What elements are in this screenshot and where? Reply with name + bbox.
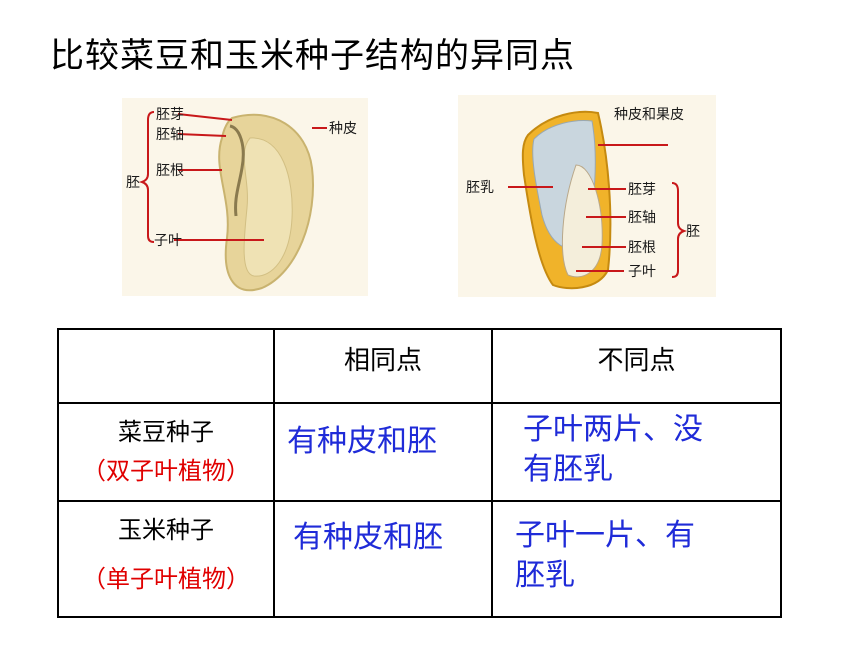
bean-label-radicle: 胚根 — [156, 163, 184, 179]
table-header-row: 相同点 不同点 — [57, 328, 782, 404]
corn-label-seedcoat: 种皮和果皮 — [614, 107, 684, 123]
bean-label-plumule: 胚芽 — [156, 107, 184, 123]
bean-label-seedcoat: 种皮 — [329, 121, 357, 137]
bean-cotyledon-shape — [243, 137, 293, 277]
bean-plumule-line — [177, 113, 233, 121]
corn-label-radicle: 胚根 — [628, 240, 656, 256]
corn-seed-type: （单子叶植物） — [82, 565, 250, 593]
bean-diff-cell: 子叶两片、没 有胚乳 — [491, 402, 782, 502]
bean-hypocotyl-line — [177, 133, 227, 137]
corn-label-endosperm: 胚乳 — [466, 180, 494, 196]
table-row: 菜豆种子 （双子叶植物） 有种皮和胚 子叶两片、没 有胚乳 — [57, 402, 782, 502]
bean-embryo-bracket — [138, 111, 155, 243]
row-label-cell: 玉米种子 （单子叶植物） — [57, 500, 275, 618]
bean-same-cell: 有种皮和胚 — [273, 402, 493, 502]
table-row: 玉米种子 （单子叶植物） 有种皮和胚 子叶一片、有 胚乳 — [57, 500, 782, 618]
header-diff: 不同点 — [597, 346, 676, 376]
bean-same-text: 有种皮和胚 — [287, 424, 437, 459]
bean-seed-diagram: 胚芽 胚轴 胚根 子叶 胚 种皮 — [122, 98, 368, 296]
corn-label-embryo: 胚 — [686, 224, 700, 240]
corn-same-cell: 有种皮和胚 — [273, 500, 493, 618]
bean-diff-line2: 有胚乳 — [523, 452, 613, 487]
header-same-cell: 相同点 — [273, 328, 493, 404]
comparison-table: 相同点 不同点 菜豆种子 （双子叶植物） 有种皮和胚 子叶两片、没 有胚乳 玉米… — [57, 328, 782, 618]
bean-label-hypocotyl: 胚轴 — [156, 127, 184, 143]
corn-diff-line2: 胚乳 — [515, 558, 575, 593]
bean-label-cotyledon: 子叶 — [154, 233, 182, 249]
corn-seed-diagram: 种皮和果皮 胚乳 胚芽 胚轴 胚根 子叶 胚 — [458, 95, 716, 297]
bean-embryo-axis — [229, 124, 245, 217]
corn-label-cotyledon: 子叶 — [628, 264, 656, 280]
corn-embryo-bracket — [671, 182, 688, 278]
corn-label-plumule: 胚芽 — [628, 182, 656, 198]
bean-label-embryo: 胚 — [126, 175, 140, 191]
header-same: 相同点 — [343, 346, 422, 376]
corn-diff-cell: 子叶一片、有 胚乳 — [491, 500, 782, 618]
corn-label-hypocotyl: 胚轴 — [628, 210, 656, 226]
corn-diff-line1: 子叶一片、有 — [515, 518, 695, 553]
bean-seed-name: 菜豆种子 — [118, 418, 214, 446]
slide-title: 比较菜豆和玉米种子结构的异同点 — [50, 36, 575, 76]
header-empty-cell — [57, 328, 275, 404]
row-label-cell: 菜豆种子 （双子叶植物） — [57, 402, 275, 502]
bean-seed-type: （双子叶植物） — [82, 457, 250, 485]
header-diff-cell: 不同点 — [491, 328, 782, 404]
corn-same-text: 有种皮和胚 — [293, 520, 443, 555]
corn-seed-name: 玉米种子 — [118, 516, 214, 544]
bean-diff-line1: 子叶两片、没 — [523, 412, 703, 447]
